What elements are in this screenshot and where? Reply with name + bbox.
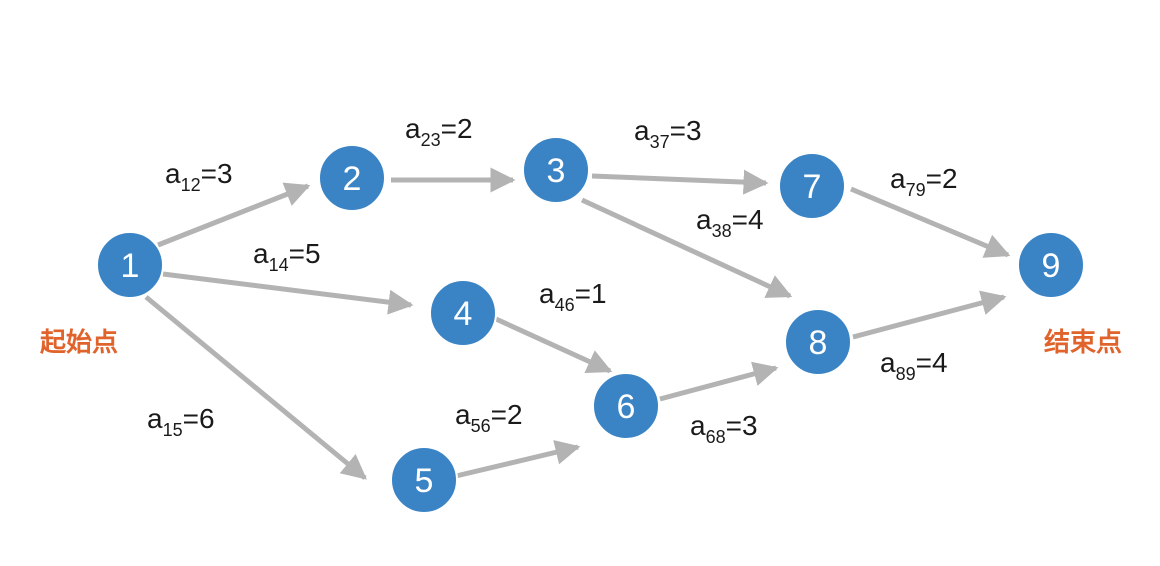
edge-label-8-9: a89=4 bbox=[880, 347, 948, 384]
node-circle-4 bbox=[429, 279, 497, 347]
node-label-9: 9 bbox=[1042, 247, 1061, 285]
edge-arrow-8-9 bbox=[852, 290, 1007, 340]
edges-layer bbox=[144, 167, 1011, 480]
node-7: 7 bbox=[778, 152, 846, 220]
node-label-8: 8 bbox=[809, 324, 828, 362]
node-8: 8 bbox=[784, 308, 852, 376]
edge-label-3-7: a37=3 bbox=[634, 115, 702, 152]
start-point-label: 起始点 bbox=[40, 327, 118, 358]
node-1: 1 bbox=[96, 231, 164, 299]
node-label-3: 3 bbox=[547, 152, 566, 190]
edge-arrow-3-7 bbox=[591, 169, 769, 195]
node-circle-7 bbox=[778, 152, 846, 220]
edge-arrow-1-2 bbox=[157, 182, 311, 248]
edge-label-3-8: a38=4 bbox=[696, 204, 764, 241]
edge-label-6-8: a68=3 bbox=[690, 410, 758, 447]
node-circle-2 bbox=[318, 144, 386, 212]
edge-label-1-4: a14=5 bbox=[253, 238, 321, 275]
node-circle-5 bbox=[390, 446, 458, 514]
node-label-6: 6 bbox=[617, 388, 636, 426]
edge-arrow-3-8 bbox=[580, 197, 793, 299]
node-3: 3 bbox=[522, 136, 590, 204]
node-circle-3 bbox=[522, 136, 590, 204]
edge-label-1-5: a15=6 bbox=[147, 403, 215, 440]
edge-labels-layer: a12=3 a14=5 a15=6 a23=2 a37=3 a38=4 a46=1 a56=2… bbox=[147, 113, 958, 447]
node-circle-6 bbox=[592, 372, 660, 440]
node-label-1: 1 bbox=[121, 247, 140, 285]
node-6: 6 bbox=[592, 372, 660, 440]
edge-arrow-5-6 bbox=[455, 440, 581, 479]
node-label-5: 5 bbox=[415, 462, 434, 500]
end-point-label: 结束点 bbox=[1044, 327, 1122, 358]
node-circle-9 bbox=[1017, 231, 1085, 299]
node-label-7: 7 bbox=[803, 168, 822, 206]
node-label-2: 2 bbox=[343, 160, 362, 198]
edge-arrow-1-5 bbox=[144, 295, 367, 480]
nodes-layer: 1 2 3 4 5 6 7 8 9 bbox=[96, 136, 1085, 514]
edge-label-2-3: a23=2 bbox=[405, 113, 473, 150]
edge-label-4-6: a46=1 bbox=[539, 278, 607, 315]
edge-arrow-6-8 bbox=[659, 361, 779, 402]
edge-label-5-6: a56=2 bbox=[455, 399, 523, 436]
node-circle-1 bbox=[96, 231, 164, 299]
node-5: 5 bbox=[390, 446, 458, 514]
edge-arrow-4-6 bbox=[494, 316, 613, 374]
node-label-4: 4 bbox=[454, 295, 473, 333]
edge-label-1-2: a12=3 bbox=[165, 158, 233, 195]
edge-arrow-1-4 bbox=[162, 271, 414, 315]
node-4: 4 bbox=[429, 279, 497, 347]
edge-arrow-7-9 bbox=[850, 186, 1011, 258]
node-2: 2 bbox=[318, 144, 386, 212]
node-circle-8 bbox=[784, 308, 852, 376]
edge-label-7-9: a79=2 bbox=[890, 163, 958, 200]
node-9: 9 bbox=[1017, 231, 1085, 299]
